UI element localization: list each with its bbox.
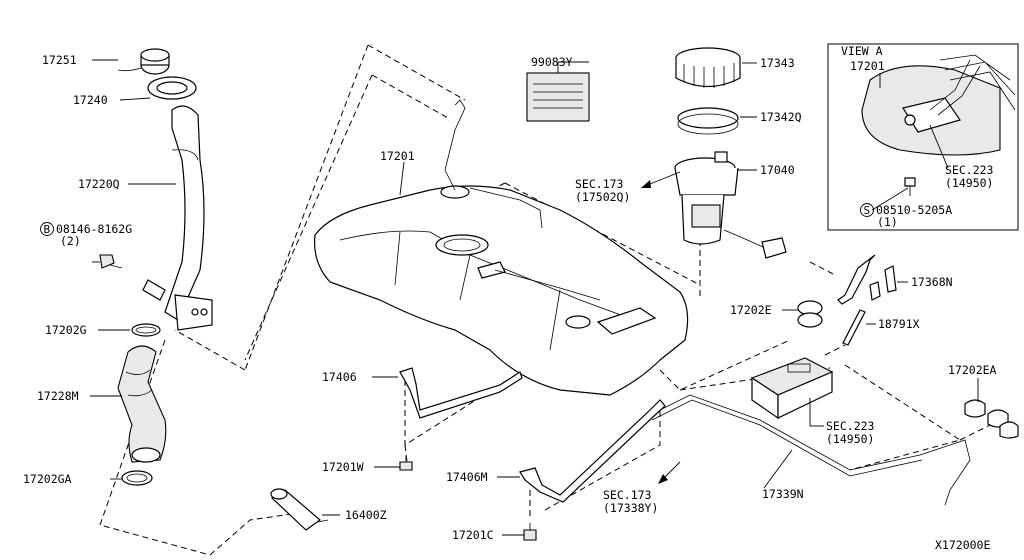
label-17368n: 17368N bbox=[911, 275, 953, 289]
label-bolt-b: 08146-8162G bbox=[56, 222, 132, 236]
lock-ring bbox=[675, 47, 741, 88]
label-18791x: 18791X bbox=[878, 317, 920, 331]
clips-17202ea bbox=[964, 399, 1019, 439]
label-17040: 17040 bbox=[760, 163, 795, 177]
pump-seal bbox=[677, 107, 739, 135]
bolt-b-symbol: B bbox=[44, 223, 51, 236]
label-17339n: 17339N bbox=[762, 487, 804, 501]
label-sec173-a: SEC.173 bbox=[575, 177, 624, 191]
view-a-bolt-callout: S 08510-5205A (1) bbox=[860, 203, 952, 229]
fuel-tube-17339n bbox=[649, 394, 971, 506]
label-17343: 17343 bbox=[760, 56, 795, 70]
label-17228m: 17228M bbox=[37, 389, 79, 403]
label-17202g: 17202G bbox=[45, 323, 87, 337]
mounting-band-17406 bbox=[399, 367, 523, 419]
label-16400z: 16400Z bbox=[345, 508, 387, 522]
view-a-bolt: 08510-5205A bbox=[876, 203, 952, 217]
view-a-frame bbox=[827, 43, 1019, 231]
fuel-filter bbox=[270, 488, 329, 531]
label-17220q: 17220Q bbox=[78, 177, 120, 191]
evap-canister bbox=[750, 357, 834, 420]
label-17342q: 17342Q bbox=[760, 110, 802, 124]
label-sec173-a-sub: (17502Q) bbox=[575, 190, 630, 204]
fuel-pump-assembly bbox=[674, 151, 787, 259]
hose-clamp-upper bbox=[131, 323, 161, 337]
label-17202e: 17202E bbox=[730, 303, 772, 317]
label-17406m: 17406M bbox=[446, 470, 488, 484]
label-17406: 17406 bbox=[322, 370, 357, 384]
hose-clamp-lower bbox=[121, 470, 153, 486]
label-sec223: SEC.223 bbox=[826, 419, 875, 433]
filler-cap bbox=[117, 48, 170, 75]
label-sec173-b-sub: (17338Y) bbox=[603, 501, 658, 515]
label-bolt-b-qty: (2) bbox=[60, 234, 81, 248]
clamp-17202e bbox=[797, 300, 823, 328]
vent-hose bbox=[837, 254, 897, 305]
bolt-b-callout: B 08146-8162G (2) bbox=[40, 222, 132, 248]
view-a-bolt-symbol: S bbox=[864, 204, 871, 217]
view-a-bolt-qty: (1) bbox=[877, 215, 898, 229]
view-a-sec-sub: (14950) bbox=[945, 176, 993, 190]
label-99083y: 99083Y bbox=[531, 55, 573, 69]
bolt-17201c bbox=[523, 523, 537, 541]
label-17201w: 17201W bbox=[322, 460, 364, 474]
diagram-id: X172000E bbox=[935, 538, 990, 552]
label-sec173-b: SEC.173 bbox=[603, 488, 652, 502]
label-17251: 17251 bbox=[42, 53, 77, 67]
label-17201c: 17201C bbox=[452, 528, 494, 542]
bolt-b bbox=[99, 254, 123, 269]
bolt-17201w bbox=[399, 456, 413, 471]
fuel-tank bbox=[313, 99, 689, 396]
filler-hose bbox=[117, 345, 167, 463]
view-a-sec-ref: SEC.223 bbox=[945, 163, 994, 177]
view-a-bolt bbox=[904, 177, 916, 187]
label-sec223-sub: (14950) bbox=[826, 432, 874, 446]
hose-18791x bbox=[842, 309, 866, 346]
filler-gasket bbox=[147, 76, 197, 100]
label-plate bbox=[526, 72, 590, 122]
filler-tube bbox=[142, 105, 213, 331]
label-17240: 17240 bbox=[73, 93, 108, 107]
view-a-part: 17201 bbox=[850, 59, 885, 73]
view-a-title: VIEW A bbox=[841, 44, 883, 58]
label-17202ga: 17202GA bbox=[23, 472, 72, 486]
mounting-band-17406m bbox=[519, 399, 666, 503]
label-17201: 17201 bbox=[380, 149, 415, 163]
label-17202ea: 17202EA bbox=[948, 363, 997, 377]
